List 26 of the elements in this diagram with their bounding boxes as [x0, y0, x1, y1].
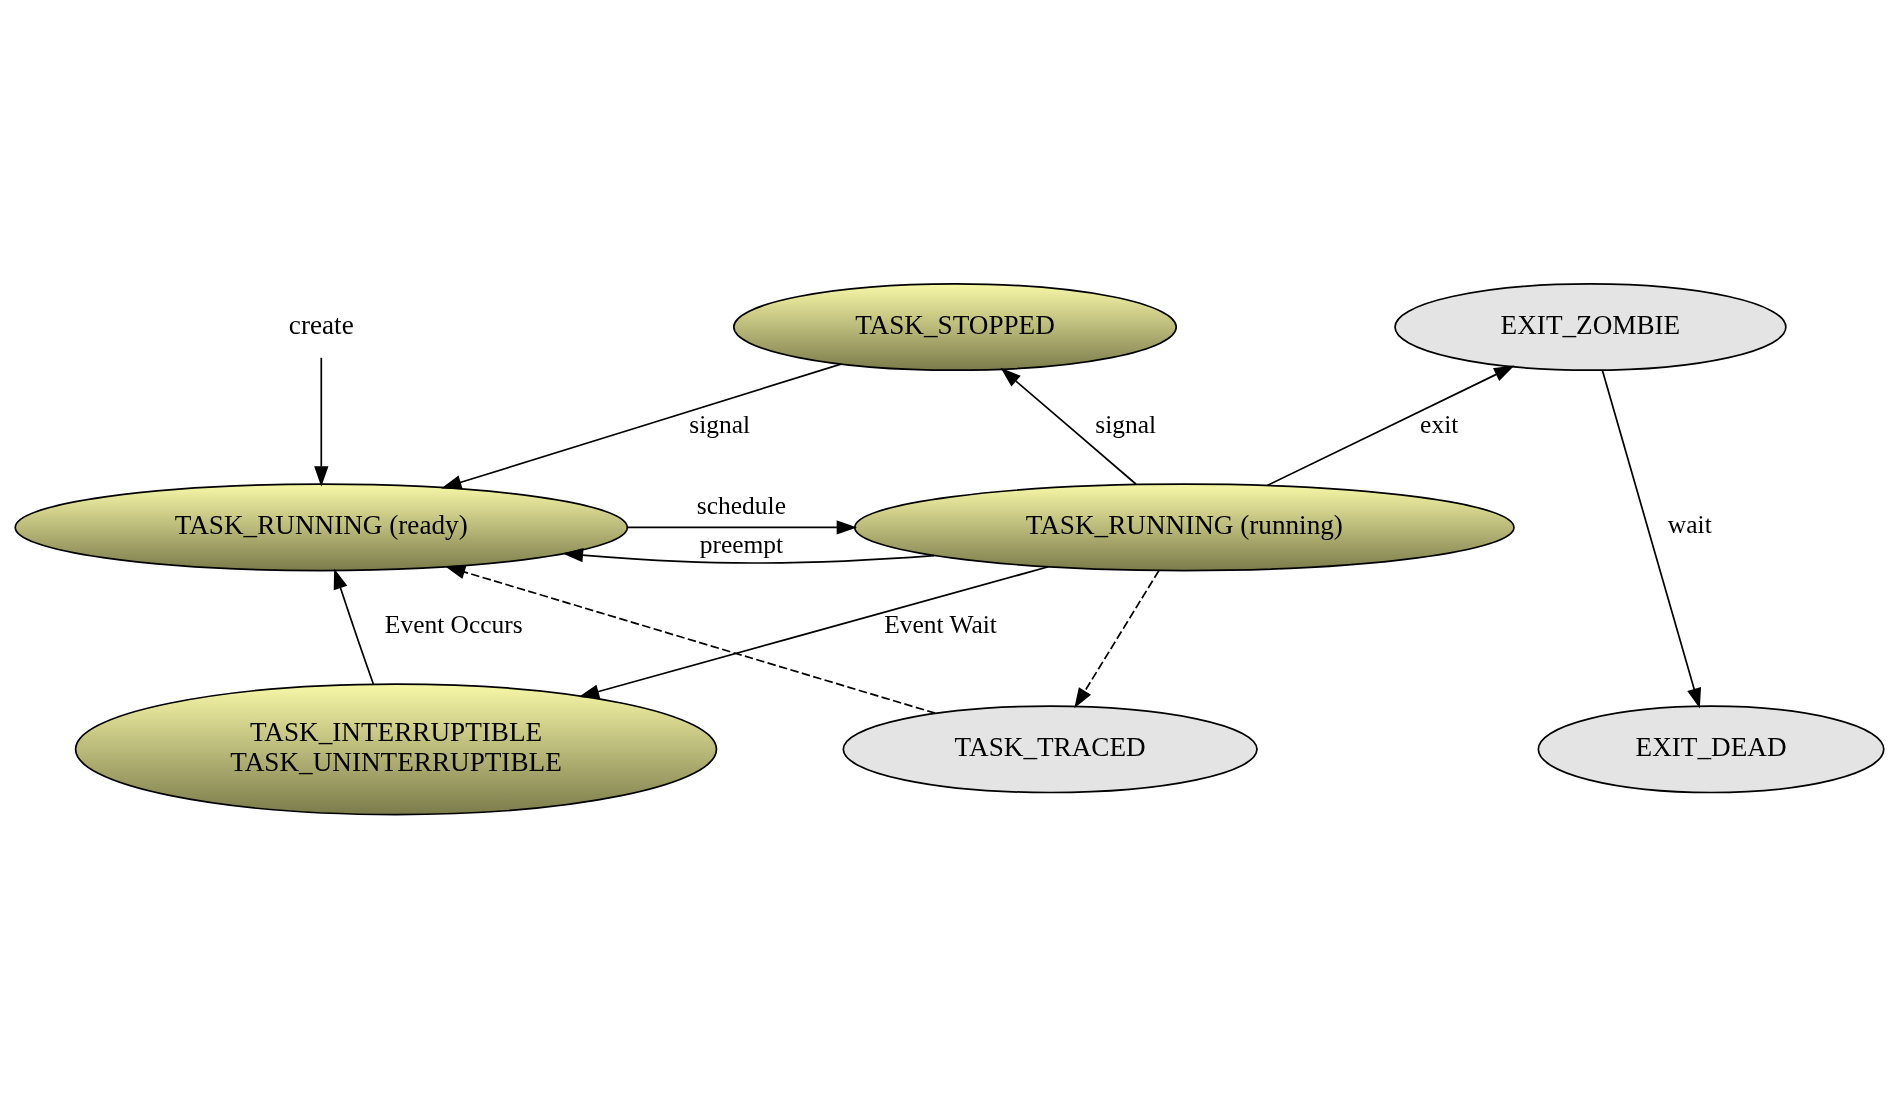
- node-ellipse: TASK_RUNNING (running): [853, 483, 1515, 572]
- arrow: [1601, 369, 1702, 709]
- node-ellipse: TASK_STOPPED: [732, 283, 1178, 372]
- arrow: [314, 356, 329, 487]
- node-ellipse: EXIT_ZOMBIE: [1394, 283, 1787, 372]
- arrow: [441, 363, 842, 490]
- node-ellipse: EXIT_DEAD: [1537, 705, 1885, 794]
- edge-label: wait: [1667, 510, 1712, 540]
- edge-label: signal: [689, 410, 751, 440]
- node-ellipse: TASK_RUNNING (ready): [14, 483, 629, 572]
- arrow: [578, 565, 1050, 699]
- edge-label: signal: [1095, 410, 1157, 440]
- arrow: [1074, 569, 1160, 709]
- arrow: [562, 547, 935, 564]
- edge-label: schedule: [696, 490, 786, 520]
- arrow: [1266, 365, 1515, 487]
- edge-label: exit: [1420, 410, 1459, 440]
- edge-label: Event Wait: [884, 610, 997, 640]
- node-ellipse: TASK_TRACED: [842, 705, 1258, 794]
- arrow: [444, 565, 936, 714]
- edge-label: preempt: [699, 529, 784, 559]
- arrow: [1000, 367, 1137, 486]
- arrow: [333, 568, 375, 686]
- edge-label: Event Occurs: [384, 610, 523, 640]
- arrow: [627, 520, 858, 535]
- node-text: create: [288, 309, 354, 340]
